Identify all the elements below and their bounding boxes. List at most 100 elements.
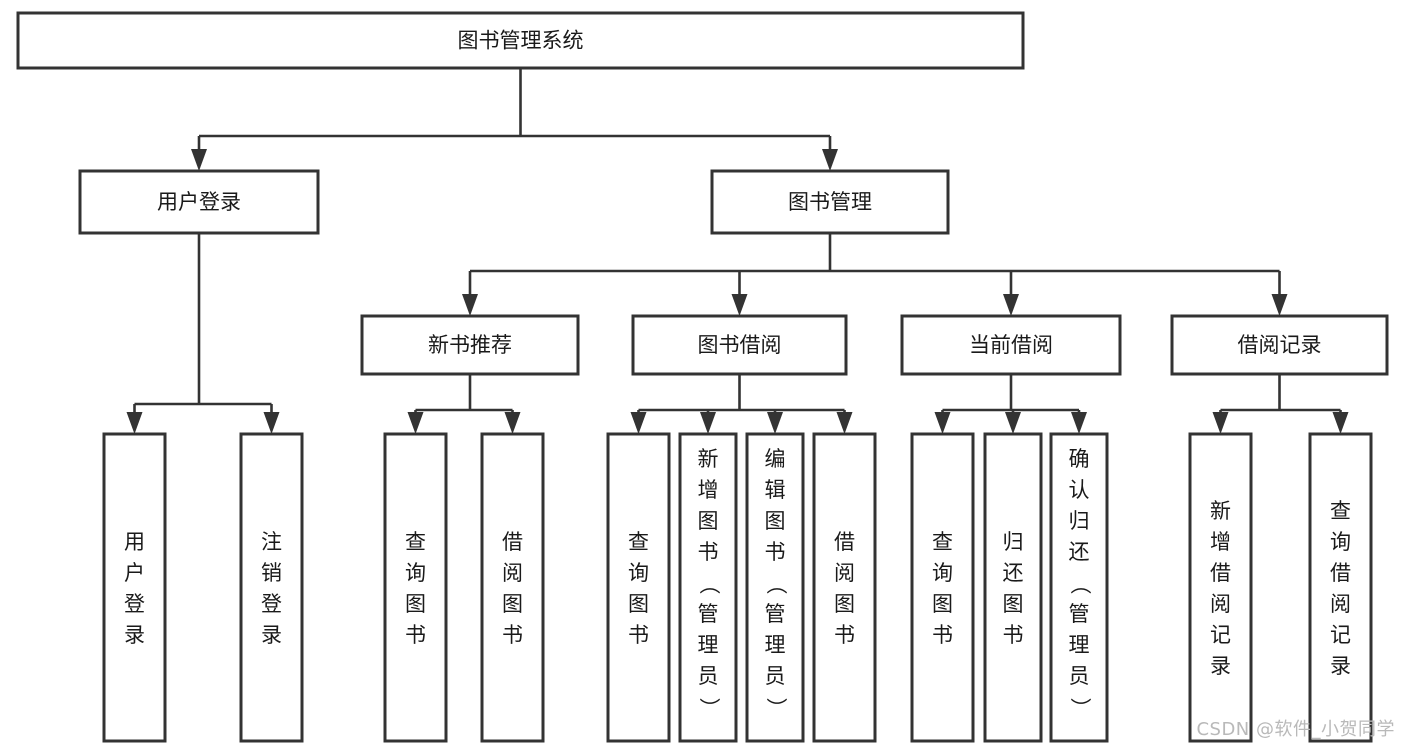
node-label-char: 书 bbox=[765, 540, 786, 564]
node-box[interactable] bbox=[383, 432, 448, 743]
node-label: 图书管理 bbox=[788, 190, 872, 214]
node-label: 用户登录 bbox=[157, 190, 241, 214]
node-label-char: 图 bbox=[932, 592, 953, 616]
node-bookmgmt[interactable]: 图书管理 bbox=[710, 169, 950, 235]
node-label-char: 员 bbox=[1069, 664, 1090, 688]
node-label-char: 理 bbox=[765, 633, 786, 657]
node-box[interactable] bbox=[606, 432, 671, 743]
node-label-char: 还 bbox=[1069, 540, 1090, 564]
arrow-head-icon bbox=[1332, 412, 1349, 434]
node-box[interactable] bbox=[1308, 432, 1373, 743]
node-box[interactable] bbox=[1170, 314, 1389, 376]
node-box[interactable] bbox=[710, 169, 950, 235]
node-label-char: 还 bbox=[1003, 561, 1024, 585]
node-label-char: 查 bbox=[1330, 499, 1351, 523]
node-label-char: 归 bbox=[1003, 530, 1024, 554]
node-label-char: 询 bbox=[1330, 530, 1351, 554]
node-box[interactable] bbox=[78, 169, 320, 235]
node-box[interactable] bbox=[745, 432, 805, 743]
node-label-char: （ bbox=[697, 574, 721, 595]
node-label-char: 登 bbox=[124, 592, 145, 616]
node-label-char: 图 bbox=[502, 592, 523, 616]
node-label-char: 图 bbox=[628, 592, 649, 616]
arrow-head-icon bbox=[462, 294, 478, 316]
node-layer: 图书管理系统用户登录图书管理新书推荐图书借阅当前借阅借阅记录用户登录注销登录查询… bbox=[16, 11, 1389, 743]
node-label-char: ） bbox=[697, 698, 721, 719]
node-box[interactable] bbox=[678, 432, 738, 743]
node-label-char: 员 bbox=[765, 664, 786, 688]
node-box[interactable] bbox=[983, 432, 1043, 743]
node-records[interactable]: 借阅记录 bbox=[1170, 314, 1389, 376]
node-label-char: 借 bbox=[1330, 561, 1351, 585]
node-label-char: 归 bbox=[1069, 509, 1090, 533]
node-label-char: 查 bbox=[628, 530, 649, 554]
node-label-char: 询 bbox=[628, 561, 649, 585]
node-label-char: 借 bbox=[1210, 561, 1231, 585]
node-box[interactable] bbox=[1049, 432, 1109, 743]
node-box[interactable] bbox=[900, 314, 1122, 376]
node-label-char: 图 bbox=[1003, 592, 1024, 616]
node-box[interactable] bbox=[812, 432, 877, 743]
node-borrow[interactable]: 图书借阅 bbox=[631, 314, 848, 376]
node-label-char: ） bbox=[1068, 698, 1092, 719]
node-label-char: 书 bbox=[628, 623, 649, 647]
node-label-char: 员 bbox=[698, 664, 719, 688]
node-box[interactable] bbox=[480, 432, 545, 743]
node-label-char: 图 bbox=[834, 592, 855, 616]
arrow-head-icon bbox=[1212, 412, 1229, 434]
arrow-head-icon bbox=[836, 412, 853, 434]
node-label-char: 注 bbox=[261, 530, 282, 554]
arrow-head-icon bbox=[767, 412, 783, 434]
node-label-char: 图 bbox=[765, 509, 786, 533]
node-box[interactable] bbox=[1188, 432, 1253, 743]
node-box[interactable] bbox=[631, 314, 848, 376]
node-label: 当前借阅 bbox=[969, 333, 1053, 357]
node-label-char: （ bbox=[1068, 574, 1092, 595]
node-label-char: 户 bbox=[124, 561, 145, 585]
node-label: 借阅记录 bbox=[1238, 333, 1322, 357]
node-leaf-user-login[interactable]: 用户登录 bbox=[102, 432, 167, 743]
node-label-char: 查 bbox=[932, 530, 953, 554]
node-label-char: 录 bbox=[1210, 654, 1231, 678]
node-login[interactable]: 用户登录 bbox=[78, 169, 320, 235]
node-label-char: 登 bbox=[261, 592, 282, 616]
node-label-char: 理 bbox=[1069, 633, 1090, 657]
node-label-char: 书 bbox=[405, 623, 426, 647]
node-current[interactable]: 当前借阅 bbox=[900, 314, 1122, 376]
node-box[interactable] bbox=[360, 314, 580, 376]
node-box[interactable] bbox=[16, 11, 1025, 70]
node-newbook[interactable]: 新书推荐 bbox=[360, 314, 580, 376]
arrow-head-icon bbox=[191, 149, 207, 171]
node-label-char: 用 bbox=[124, 530, 145, 554]
node-box[interactable] bbox=[102, 432, 167, 743]
node-label-char: 认 bbox=[1069, 478, 1090, 502]
node-label-char: 借 bbox=[502, 530, 523, 554]
arrow-head-icon bbox=[822, 149, 838, 171]
node-label-char: 编 bbox=[765, 447, 786, 471]
node-label-char: 图 bbox=[698, 509, 719, 533]
node-root[interactable]: 图书管理系统 bbox=[16, 11, 1025, 70]
arrow-head-icon bbox=[934, 412, 951, 434]
node-label-char: 书 bbox=[502, 623, 523, 647]
node-label-char: ） bbox=[764, 698, 788, 719]
node-label-char: 新 bbox=[1210, 499, 1231, 523]
arrow-head-icon bbox=[263, 412, 280, 434]
arrow-head-icon bbox=[407, 412, 424, 434]
arrow-head-icon bbox=[504, 412, 521, 434]
node-box[interactable] bbox=[239, 432, 304, 743]
node-label-char: 销 bbox=[261, 561, 282, 585]
node-box[interactable] bbox=[910, 432, 975, 743]
